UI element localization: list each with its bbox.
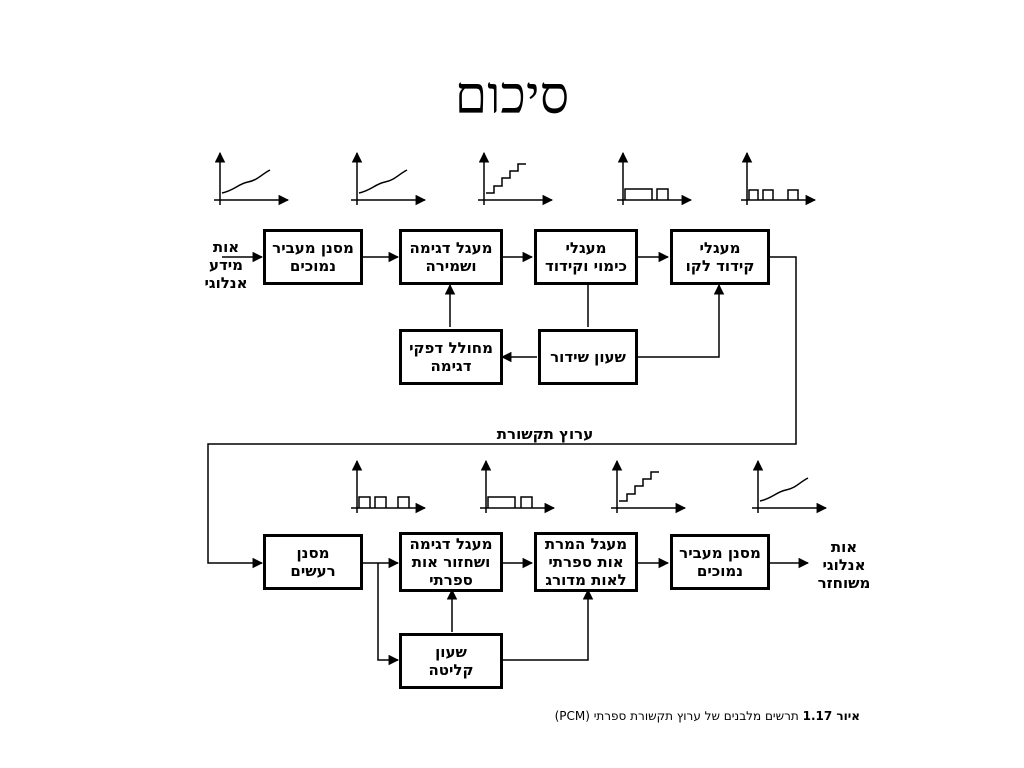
label-communication-channel: ערוץ תקשורת bbox=[496, 425, 594, 443]
line-to-channel bbox=[207, 256, 797, 569]
waveform-pulses-4 bbox=[480, 459, 556, 514]
arrow-branch-to-rxclock bbox=[377, 563, 400, 666]
block-tx-clock: שעון שידור bbox=[538, 329, 638, 385]
waveform-pulses-2 bbox=[741, 151, 817, 206]
waveform-staircase-1 bbox=[478, 151, 554, 206]
waveform-analog-2 bbox=[351, 151, 427, 206]
waveform-analog-3 bbox=[752, 459, 828, 514]
waveform-pulses-3 bbox=[351, 459, 427, 514]
arrow-clock-to-line bbox=[638, 283, 725, 358]
waveform-analog-1 bbox=[214, 151, 290, 206]
waveform-pulses-1 bbox=[617, 151, 693, 206]
caption-text: תרשים מלבנים של ערוץ תקשורת ספרתי (PCM) bbox=[554, 709, 799, 723]
waveform-staircase-2 bbox=[611, 459, 687, 514]
arrow-rxclock-to-convert bbox=[502, 588, 594, 661]
figure-caption: איור 1.17 תרשים מלבנים של ערוץ תקשורת ספ… bbox=[470, 709, 860, 723]
caption-figure-number: איור 1.17 bbox=[802, 709, 860, 723]
page-title: סיכום bbox=[454, 68, 570, 125]
